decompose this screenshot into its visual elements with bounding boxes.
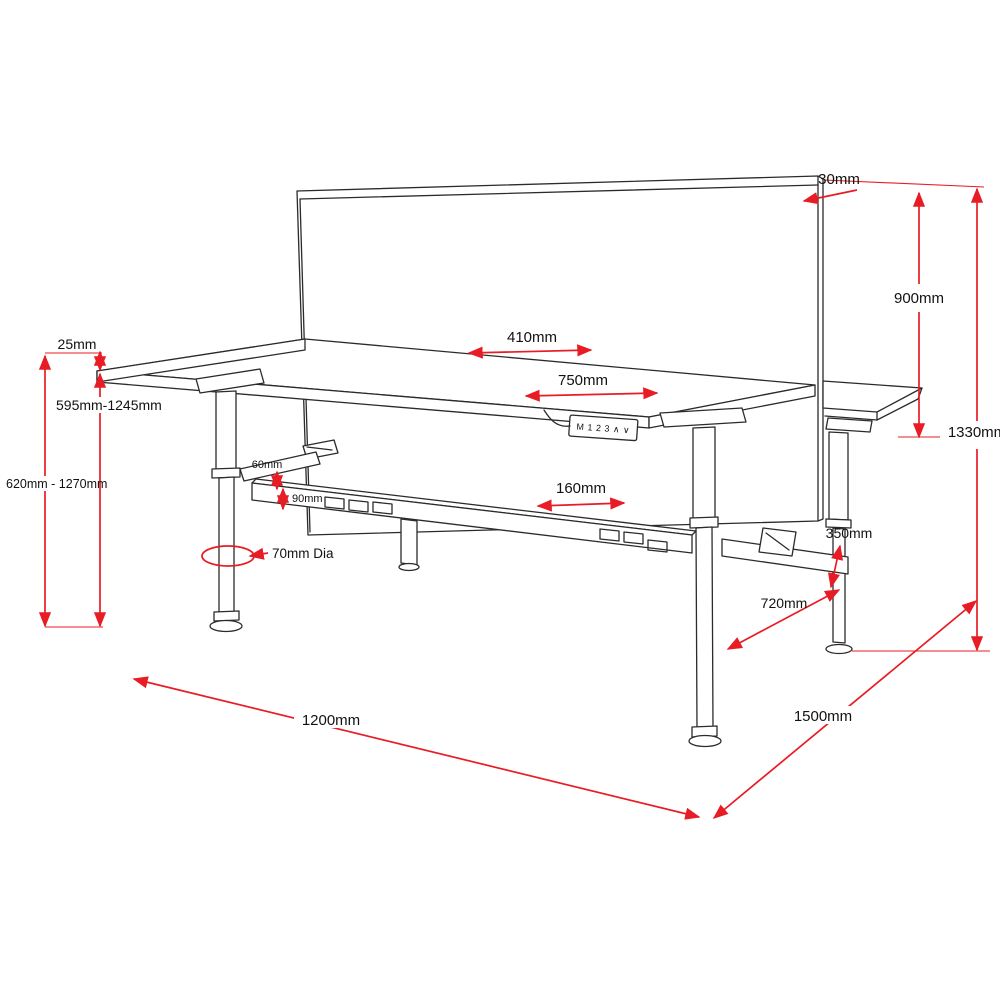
dim-label-screen-height: 900mm [894,290,944,307]
dim-70-leader [248,547,269,560]
left-leg-upper-column [215,390,237,471]
rear-leg-foot [825,643,853,655]
dim-screen-thickness: 30mm [802,171,860,205]
dim-label-beam-gap: 160mm [556,480,606,497]
dim-label-top-depth: 750mm [558,372,608,389]
dim-screen-height: 900mm [894,191,944,439]
dim-leg-diameter: 70mm Dia [201,545,334,567]
dim-overall-height: 1330mm [948,187,1000,652]
dim-beam-gap: 160mm [536,480,626,512]
dim-label-top-thickness: 25mm [58,336,97,352]
dim-595-label-bg [53,397,166,413]
dim-label-overall-height-range: 620mm - 1270mm [6,477,107,491]
dimension-annotations: 30mm 900mm 1330mm 25mm 595mm-1245mm [3,171,1000,820]
right-leg-bracket [659,407,747,428]
dim-frame-side-height: 350mm [826,525,873,589]
dim-1500-label-bg [784,706,862,724]
dim-label-desk-width: 1200mm [302,712,360,729]
dim-label-screen-setback: 410mm [507,329,557,346]
dim-frame-depth-overall: 1500mm [712,600,978,819]
rear-right-leg [825,431,853,655]
dim-label-screen-thickness: 30mm [818,171,860,188]
rear-desktop-edge-2 [824,415,878,421]
rear-desktop-top [822,380,923,413]
left-leg-lower-collar [213,610,240,622]
control-handset: M 1 2 3 ∧ ∨ [568,414,639,442]
dim-frame-side-depth: 720mm [726,589,841,650]
beam-front-face [251,482,693,554]
dim-620-label-bg [3,476,99,491]
dim-overall-height-range: 620mm - 1270mm [3,354,107,628]
dim-410-line [467,344,593,359]
beam-cutout-4 [599,528,620,542]
middle-support-foot [398,562,420,572]
right-leg-lower-column [695,526,714,730]
rear-desktop-edge-4 [876,398,919,421]
dim-350-line [827,544,844,589]
beam-cutout-6 [647,539,668,553]
frame-beam [251,478,697,554]
rear-clamp-detail [765,532,790,551]
left-leg-lower-column [218,476,235,614]
dim-1200-line [132,676,701,820]
dim-label-desktop-height-range: 595mm-1245mm [56,397,162,413]
handset-cable [543,409,571,427]
dim-beam-height: 90mm [276,487,323,511]
dim-screen-thickness-leader [802,189,858,205]
left-leg-bracket [195,368,265,394]
dim-screen-setback: 410mm [467,329,593,359]
frame-arm [239,451,321,482]
dim-label-frame-side-depth: 720mm [761,595,808,611]
middle-support-column [400,518,418,566]
beam-cutout-1 [324,496,345,510]
front-screen-mount [239,439,339,482]
right-leg-foot [688,734,722,748]
middle-support [398,518,420,572]
dim-top-thickness: 25mm [58,336,107,372]
dim-label-frame-depth-overall: 1500mm [794,708,852,725]
screen-right-bevel [817,175,824,522]
right-leg-upper-column [692,426,716,520]
rear-leg-upper-column [828,431,849,521]
dim-label-overall-height: 1330mm [948,424,1000,441]
rear-leg-bracket [825,417,873,433]
rear-frame [721,527,849,575]
front-clamp-detail [306,446,333,451]
ext-screen-top [823,179,985,188]
beam-cutout-2 [348,499,369,513]
right-leg-collar [689,516,719,529]
dim-desk-width: 1200mm [132,676,701,820]
dim-label-beam-height: 90mm [292,493,323,505]
dim-top-depth: 750mm [524,372,659,402]
front-left-leg [195,368,265,633]
dim-1200-label-bg [294,710,369,728]
rear-rail [721,538,849,575]
dim-750-line [524,387,659,402]
dim-label-frame-side-height: 350mm [826,525,873,541]
beam-cutout-5 [623,531,644,545]
dim-bracket-height: 60mm [252,459,284,491]
rear-desktop [822,380,923,433]
handset-buttons-label: M 1 2 3 ∧ ∨ [576,421,630,435]
rear-leg-lower-column [832,527,846,644]
dim-label-leg-diameter: 70mm Dia [272,546,334,561]
left-leg-foot [209,619,243,633]
beam-cutout-3 [372,501,393,515]
desk-line-art: M 1 2 3 ∧ ∨ [96,175,923,748]
left-leg-collar [211,467,241,479]
dim-label-bracket-height: 60mm [252,459,283,471]
dim-desktop-height-range: 595mm-1245mm [53,372,166,628]
rear-leg-collar [825,518,852,529]
dim-160-line [536,497,626,512]
screen-top-inner-edge [299,184,819,200]
